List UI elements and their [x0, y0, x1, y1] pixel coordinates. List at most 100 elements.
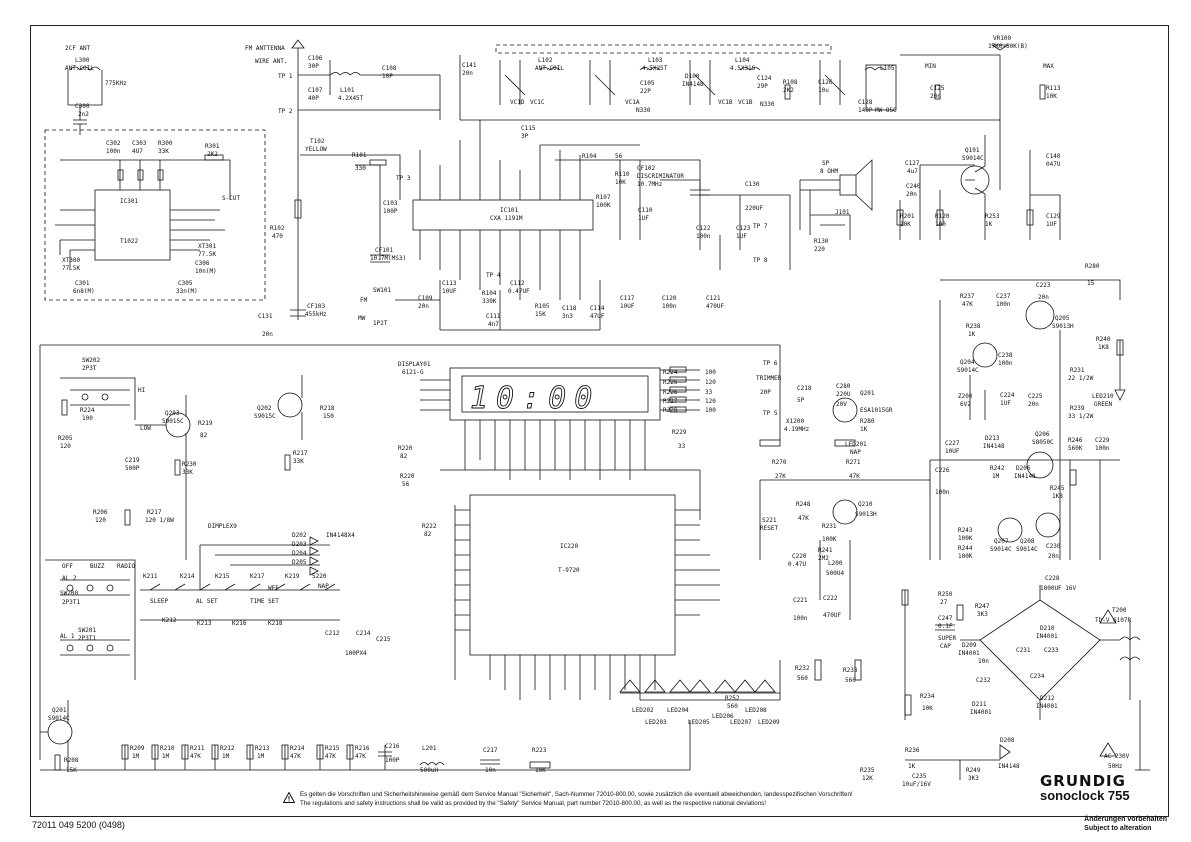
label-am-ant: 2CF ANT [65, 45, 91, 52]
label-c300-val: 2n2 [78, 111, 89, 118]
label-r228-val: 100 [705, 407, 716, 414]
label-r208-val: 15K [66, 767, 77, 774]
label-l101-val: 4.2X45T [338, 95, 364, 102]
label-r280b-val: 1K [860, 426, 868, 433]
label-c305-val: 33n(M) [176, 288, 198, 295]
label-r217b: R217 [147, 509, 162, 516]
label-c225: C225 [1028, 393, 1043, 400]
label-led202: LED202 [632, 707, 654, 714]
label-c125-val: 20n [930, 93, 941, 100]
label-r242-val: 1M [992, 473, 1000, 480]
label-r248-val: 47K [798, 515, 809, 522]
display-digits: 10:00 [470, 381, 600, 416]
label-c216: C216 [385, 743, 400, 750]
label-yellow: YELLOW [305, 146, 327, 153]
label-d213-val: IN4148 [983, 443, 1005, 450]
label-r226-val: 33 [705, 389, 713, 396]
label-wee: WEE [268, 585, 279, 592]
label-c112: C112 [510, 280, 525, 287]
label-c141-val: 20n [462, 70, 473, 77]
label-r240: R240 [1096, 336, 1111, 343]
label-r300-val: 33K [158, 148, 169, 155]
label-c303-val: 4U7 [132, 148, 143, 155]
label-sw200: SW200 [60, 590, 78, 597]
label-c218-val: 5P [797, 397, 805, 404]
label-c126-val: 10u [818, 87, 829, 94]
label-q101-type: S9014C [962, 155, 984, 162]
label-cap-val: 100PX4 [345, 650, 367, 657]
label-r253: R253 [985, 213, 1000, 220]
label-xt300-val: 77.5K [62, 265, 80, 272]
label-r231b: R231 [822, 523, 837, 530]
label-c115-val: 3P [521, 133, 529, 140]
label-c106: C106 [308, 55, 323, 62]
label-c124: C124 [757, 75, 772, 82]
label-c230: C230 [1046, 543, 1061, 550]
label-c118: C118 [562, 305, 577, 312]
label-r237-val: 47K [962, 301, 973, 308]
label-vr100: VR100 [993, 35, 1011, 42]
document-number: 72011 049 5200 (0498) [32, 820, 125, 830]
label-r271: R271 [846, 459, 861, 466]
label-ant-coil: ANT.COIL [65, 65, 94, 72]
label-c110-val: 1UF [638, 215, 649, 222]
label-r206-val: 120 [95, 517, 106, 524]
label-d208: D208 [1000, 737, 1015, 744]
label-c219-val: 500P [125, 465, 140, 472]
label-c235-val: 10uF/16V [902, 781, 931, 788]
label-r107: R107 [596, 194, 611, 201]
ic101-area [290, 120, 791, 331]
label-l103: L103 [648, 57, 663, 64]
label-c280b: 20V [836, 401, 847, 408]
label-j101: J101 [835, 209, 850, 216]
label-c109: C109 [418, 295, 433, 302]
label-s220: S220 [312, 573, 327, 580]
label-d209: D209 [962, 642, 977, 649]
label-c225-val: 20n [1028, 401, 1039, 408]
label-c124-val: 29P [757, 83, 768, 90]
label-c228: C228 [1045, 575, 1060, 582]
safety-notice: Es gelten die Vorschriften und Sicherhei… [300, 790, 860, 808]
label-c128-val: 140P [858, 107, 873, 114]
label-c280-val: 220U [836, 391, 851, 398]
label-r206: R206 [93, 509, 108, 516]
label-t102: T102 [310, 138, 325, 145]
label-c118-val: 3n3 [562, 313, 573, 320]
label-t200: T200 [1112, 607, 1127, 614]
label-cf102-name: DISCRIMINATOR [637, 173, 684, 180]
label-r113: R113 [1046, 85, 1061, 92]
label-r205: R205 [58, 435, 73, 442]
label-q201b-type: ESA1015GR [860, 407, 893, 414]
label-z200: Z200 [958, 393, 973, 400]
label-r300: R300 [158, 140, 173, 147]
label-d204: D204 [292, 550, 307, 557]
label-l101: L101 [340, 87, 355, 94]
label-c114: C114 [590, 305, 605, 312]
label-r238: R238 [966, 323, 981, 330]
label-tp5: TP 5 [763, 410, 778, 417]
label-sw200-type: 2P3T1 [62, 599, 80, 606]
label-r252: R252 [725, 695, 740, 702]
label-vc1b: VC1B [718, 99, 733, 106]
label-d211: D211 [972, 701, 987, 708]
label-q203: Q203 [165, 410, 180, 417]
label-led201-val: NAP [850, 449, 861, 456]
label-d100: D100 [685, 73, 700, 80]
label-c226: C226 [935, 467, 950, 474]
label-r209-val: 1M [132, 753, 140, 760]
label-r208: R208 [64, 757, 79, 764]
label-r211: R211 [190, 745, 205, 752]
label-c140-val: 047U [1046, 161, 1061, 168]
label-r280: R280 [1085, 263, 1100, 270]
label-r247-val: 3K3 [977, 611, 988, 618]
label-r242: R242 [990, 465, 1005, 472]
label-r222-val: 82 [424, 531, 432, 538]
label-led206: LED206 [712, 713, 734, 720]
label-c231: C231 [1016, 647, 1031, 654]
ic220-area [440, 469, 720, 700]
label-r205-val: 120 [60, 443, 71, 450]
label-r270-val: 27K [775, 473, 786, 480]
keys-switches [45, 377, 340, 680]
warning-icon [283, 792, 295, 803]
label-l201-val: 500uH [420, 767, 438, 774]
